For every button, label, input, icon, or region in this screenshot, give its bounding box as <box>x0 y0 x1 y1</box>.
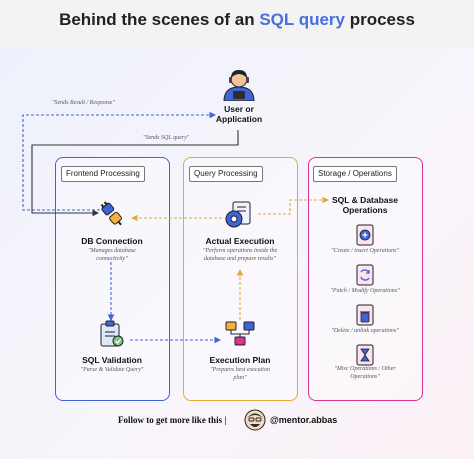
diagram-canvas <box>0 48 474 459</box>
gear-document-icon <box>225 201 251 228</box>
delete-document-icon <box>356 304 374 326</box>
edge-sends-result <box>22 111 217 211</box>
edge-execution-to-storage <box>258 196 330 215</box>
footer-text: Follow to get more like this | <box>118 415 227 425</box>
query-panel-title: Query Processing <box>189 166 263 182</box>
edge-sends-query <box>31 130 239 217</box>
create-ops-desc: "Create / insert Operations" <box>331 248 399 254</box>
author-handle[interactable]: @mentor.abbas <box>270 415 338 425</box>
frontend-panel-title: Frontend Processing <box>61 166 145 182</box>
footer <box>0 408 474 432</box>
edge-label-sends-result: "Sends Result / Response" <box>52 100 115 106</box>
patch-ops-desc: "Patch / Modify Operations" <box>330 288 400 294</box>
execution-plan-title: Execution Plan <box>209 355 271 365</box>
frontend-panel <box>55 157 170 401</box>
plug-icon <box>100 201 122 226</box>
sql-validation-title: SQL Validation <box>82 355 142 365</box>
user-icon <box>223 70 255 101</box>
author-avatar <box>244 409 266 431</box>
delete-ops-desc: "Delete / unlink operations" <box>331 328 399 334</box>
clipboard-icon <box>100 320 124 347</box>
db-connection-title: DB Connection <box>81 236 143 246</box>
edge-label-sends-query: "Sends SQL query" <box>143 135 190 141</box>
create-document-icon <box>356 224 374 246</box>
hourglass-document-icon <box>356 344 374 366</box>
sql-validation-desc: "Parse & Validate Query" <box>80 367 144 373</box>
modify-document-icon <box>356 264 374 286</box>
page-title: Behind the scenes of an SQL query proces… <box>59 10 415 29</box>
actual-execution-title: Actual Execution <box>205 236 275 246</box>
storage-panel-title: Storage / Operations <box>313 166 397 182</box>
header-bar <box>0 0 474 48</box>
flowchart-icon <box>225 321 255 346</box>
